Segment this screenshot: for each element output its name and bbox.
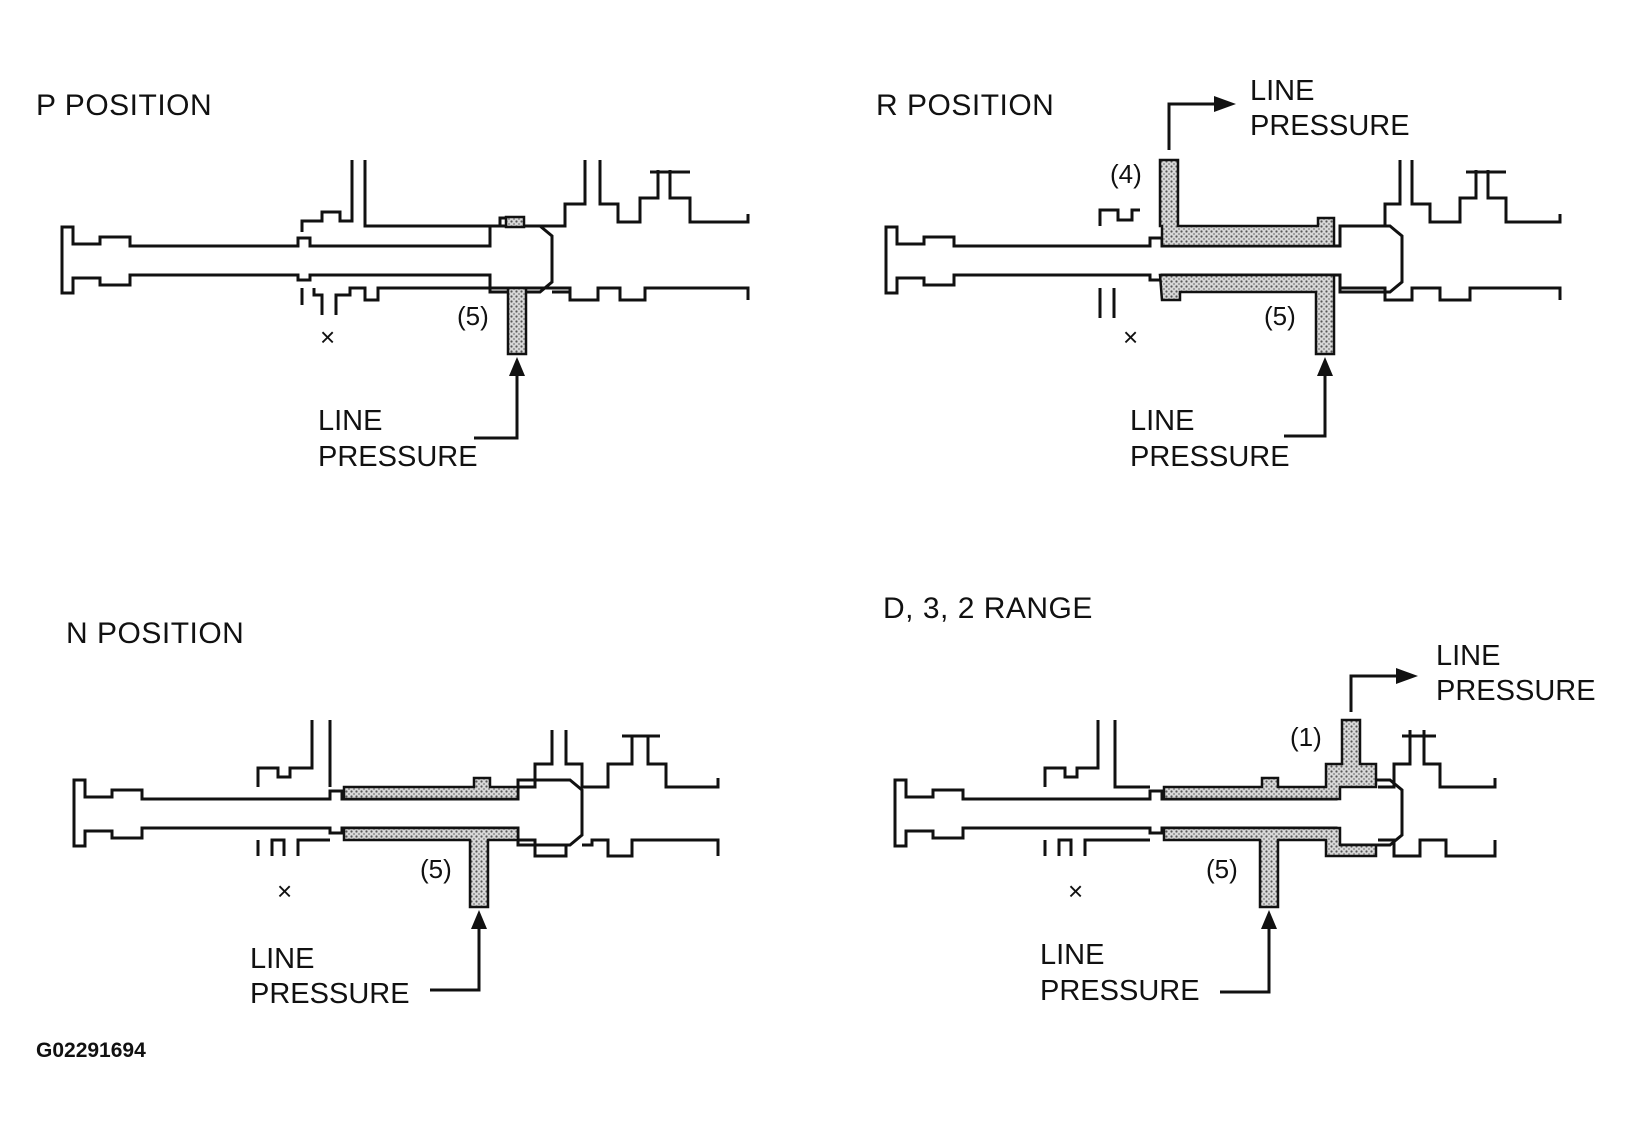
valve-body-lower [256,838,720,858]
arrow-head [1261,910,1277,929]
exhaust-mark: × [1123,322,1138,352]
panel-p-position: P POSITION × (5) LINE PRESSURE [36,89,750,473]
valve-spool [893,778,1404,848]
valve-spool [884,224,1404,295]
line-pressure-label-1: LINE [318,405,382,437]
line-pressure-label-1: LINE [250,943,314,975]
line-pressure-label-2: PRESSURE [318,441,478,473]
panel-title: P POSITION [36,89,212,122]
line-pressure-in-label-1: LINE [1130,405,1194,437]
arrow-head [471,910,487,929]
arrow-head [1396,668,1418,684]
line-pressure-in-arrow [1284,372,1327,438]
valve-body-lower [1043,838,1497,858]
panel-title: R POSITION [876,89,1054,122]
panel-n-position: N POSITION × (5) LINE PRESSURE [66,617,720,1010]
pressure-port-5 [506,286,528,356]
arrow-head [509,357,525,376]
line-pressure-out-label-2: PRESSURE [1250,110,1410,142]
pressure-passage-4 [1158,158,1336,248]
exhaust-mark: × [277,876,292,906]
valve-body-lower [300,286,750,315]
line-pressure-arrow [430,925,481,992]
panel-r-position: R POSITION × (4) (5) LINE PRESSURE LINE … [876,75,1562,473]
exhaust-mark: × [320,322,335,352]
valve-body-cross [552,170,690,294]
line-pressure-out-arrow [1167,102,1218,150]
line-pressure-label-2: PRESSURE [250,978,410,1010]
port-label-5: (5) [1264,301,1296,331]
port-label-5: (5) [457,301,489,331]
line-pressure-arrow [474,372,519,440]
line-pressure-out-label-1: LINE [1436,640,1500,672]
pressure-passage-5 [1162,826,1378,909]
line-pressure-in-arrow [1220,925,1271,994]
diagram-code: G02291694 [36,1039,146,1062]
port-label-5: (5) [420,854,452,884]
line-pressure-in-label-2: PRESSURE [1130,441,1290,473]
line-pressure-in-label-1: LINE [1040,939,1104,971]
valve-body-lower [1098,286,1562,318]
pressure-passage-5 [1158,273,1336,356]
pressure-upper [342,776,520,801]
panel-d-3-2-range: D, 3, 2 RANGE × (1) (5) LINE PRESSURE LI… [883,592,1596,1007]
valve-body-upper [1098,160,1562,228]
line-pressure-out-label-1: LINE [1250,75,1314,107]
line-pressure-out-arrow [1349,674,1400,712]
valve-spool [60,224,554,295]
pressure-land [504,215,526,229]
panel-title: N POSITION [66,617,244,650]
line-pressure-in-label-2: PRESSURE [1040,975,1200,1007]
arrow-head [1214,96,1236,112]
port-label-5: (5) [1206,854,1238,884]
valve-body-upper [1043,720,1497,789]
line-pressure-out-label-2: PRESSURE [1436,675,1596,707]
port-label-1: (1) [1290,722,1322,752]
pressure-passage-5 [342,826,520,909]
pressure-passage-1 [1162,718,1378,801]
valve-body-upper [256,720,720,789]
valve-spool [72,778,584,848]
arrow-head [1317,357,1333,376]
panel-title: D, 3, 2 RANGE [883,592,1093,625]
exhaust-mark: × [1068,876,1083,906]
port-label-4: (4) [1110,159,1142,189]
